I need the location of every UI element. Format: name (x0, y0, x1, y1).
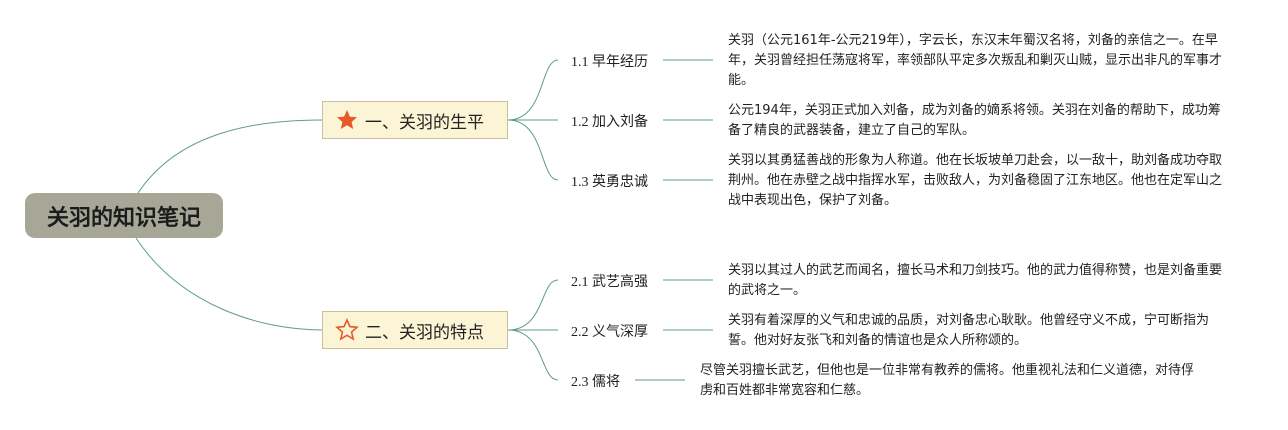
subtopic-1-2[interactable]: 1.2 加入刘备 (571, 115, 648, 130)
star-outline-icon (335, 318, 359, 341)
star-filled-icon (337, 110, 357, 129)
note-1-2[interactable]: 公元194年，关羽正式加入刘备，成为刘备的嫡系将领。关羽在刘备的帮助下，成功筹备… (728, 103, 1221, 138)
branch-topic-2[interactable]: 二、关羽的特点 (322, 311, 508, 349)
connector-root-branch-2 (135, 237, 323, 331)
root-topic[interactable]: 关羽的知识笔记 (25, 193, 223, 238)
branch-1-title: 一、关羽的生平 (365, 112, 484, 133)
note-1-1[interactable]: 关羽（公元161年-公元219年），字云长，东汉末年蜀汉名将，刘备的亲信之一。在… (728, 33, 1223, 88)
connector-branch-2-item-3 (507, 329, 559, 381)
connector-branch-1-item-1 (507, 59, 559, 121)
subtopic-2-2[interactable]: 2.2 义气深厚 (571, 325, 648, 340)
branch-2-title: 二、关羽的特点 (365, 322, 484, 343)
subtopic-1-1[interactable]: 1.1 早年经历 (571, 55, 648, 70)
subtopic-2-3[interactable]: 2.3 儒将 (571, 375, 620, 390)
branch-topic-1[interactable]: 一、关羽的生平 (322, 101, 508, 139)
connector-branch-1-item-3 (507, 119, 559, 181)
note-2-3[interactable]: 尽管关羽擅长武艺，但他也是一位非常有教养的儒将。他重视礼法和仁义道德，对待俘虏和… (700, 363, 1195, 398)
connector-root-branch-1 (137, 119, 323, 194)
connector-branch-2-item-1 (507, 279, 559, 331)
note-2-2[interactable]: 关羽有着深厚的义气和忠诚的品质，对刘备忠心耿耿。他曾经守义不成，宁可断指为誓。他… (728, 313, 1210, 348)
subtopic-1-3[interactable]: 1.3 英勇忠诚 (571, 175, 648, 190)
note-2-1[interactable]: 关羽以其过人的武艺而闻名，擅长马术和刀剑技巧。他的武力值得称赞，也是刘备重要的武… (728, 263, 1223, 298)
subtopic-2-1[interactable]: 2.1 武艺高强 (571, 275, 648, 290)
note-1-3[interactable]: 关羽以其勇猛善战的形象为人称道。他在长坂坡单刀赴会，以一敌十，助刘备成功夺取荆州… (728, 153, 1223, 208)
root-title: 关羽的知识笔记 (46, 205, 201, 231)
